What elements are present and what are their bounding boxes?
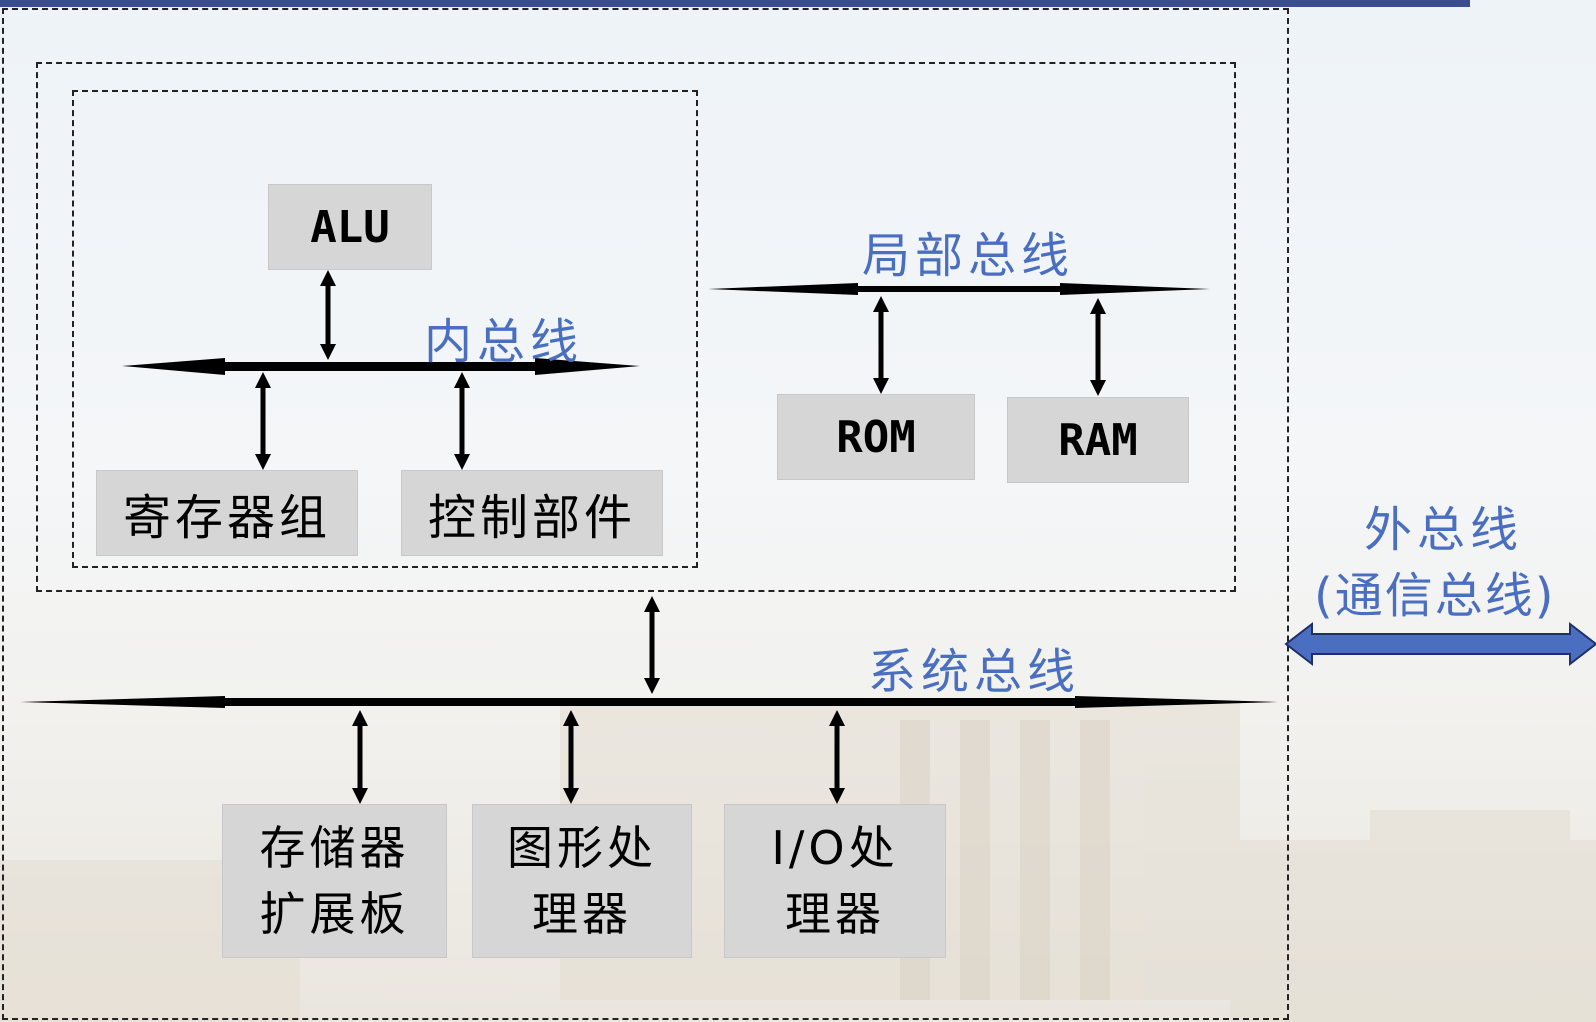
external-bus-arrow: [1284, 621, 1596, 667]
external-bus-label: 外总线: [1364, 502, 1524, 558]
memory-expansion-box: 存储器 扩展板: [222, 804, 447, 958]
system-bus: [20, 696, 1278, 708]
external-bus-sublabel: (通信总线): [1314, 568, 1556, 624]
system-bus-label: 系统总线: [868, 644, 1081, 700]
alu-box: ALU: [268, 184, 432, 270]
io-processor-box: I/O处 理器: [724, 804, 946, 958]
control-unit-box: 控制部件: [401, 470, 663, 556]
graphics-processor-box: 图形处 理器: [472, 804, 692, 958]
local-bus: [708, 283, 1210, 295]
internal-bus-label: 内总线: [424, 314, 584, 370]
system-boundary: [2, 8, 1289, 1020]
rom-box: ROM: [777, 394, 975, 480]
local-bus-label: 局部总线: [862, 228, 1075, 284]
internal-bus: [122, 358, 640, 375]
register-group-box: 寄存器组: [96, 470, 358, 556]
ram-box: RAM: [1007, 397, 1189, 483]
motherboard-boundary: [36, 62, 1236, 592]
title-accent-bar: [0, 0, 1470, 7]
cpu-boundary: [72, 90, 698, 568]
